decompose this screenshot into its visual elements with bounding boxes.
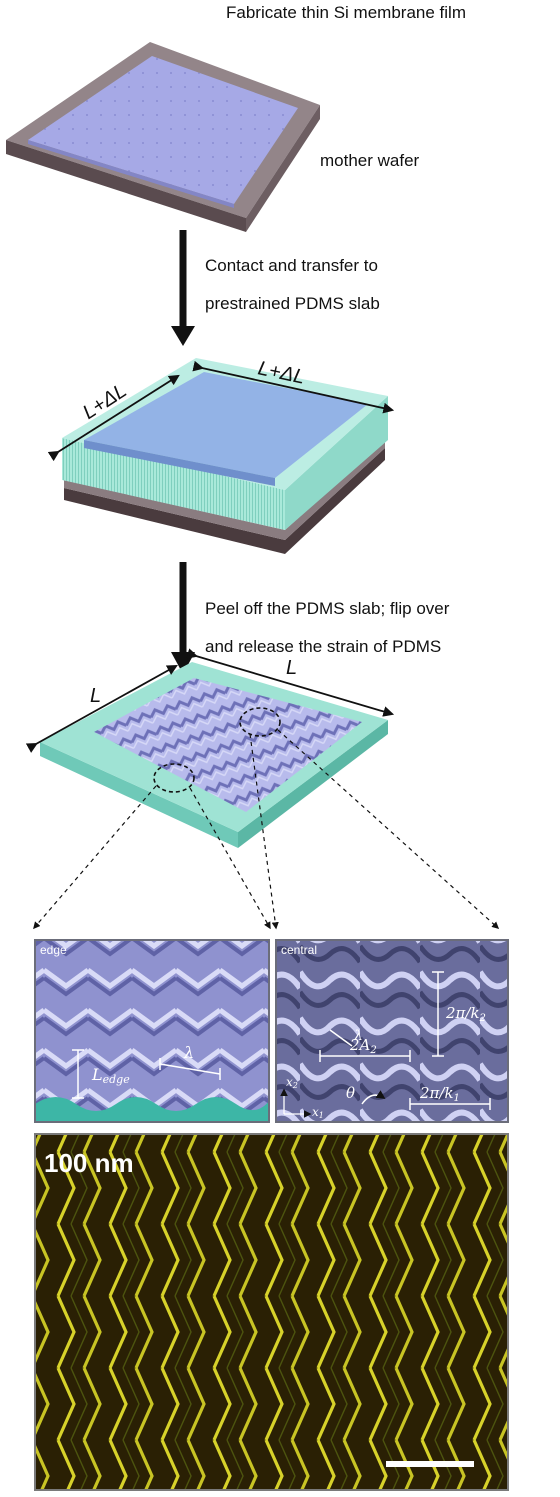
central-panel: central λ 2A2 2π/k2 θ 2π/k1 x1 x2: [275, 939, 509, 1123]
mother-wafer: [6, 42, 320, 232]
edge-panel: edge Ledge λ: [34, 939, 270, 1123]
scale-label: 100 nm: [44, 1148, 134, 1178]
dimension-arrow-prestrained-left: [47, 374, 180, 462]
lead-line-edge-right: [189, 787, 271, 930]
wafer-label: mother wafer: [320, 151, 420, 170]
zoom-circle-edge: [153, 763, 195, 793]
scale-bar: [386, 1461, 474, 1467]
dimension-arrow-prestrained-right: [192, 360, 395, 414]
edge-lambda-label: λ: [183, 1043, 194, 1062]
theta-label: θ: [346, 1084, 355, 1102]
step1-title: Fabricate thin Si membrane film: [226, 3, 466, 22]
step3-text-line1: Peel off the PDMS slab; flip over: [205, 599, 450, 618]
lead-line-edge-left: [33, 785, 157, 930]
zoom-circle-central: [239, 707, 281, 737]
lead-line-central-right: [277, 729, 500, 929]
edge-panel-label: edge: [40, 943, 67, 957]
step2-text-line1: Contact and transfer to: [205, 256, 378, 275]
l-edge-label: Ledge: [91, 1065, 130, 1086]
step2-text-line2: prestrained PDMS slab: [205, 294, 380, 313]
central-lambda-label: λ: [353, 1028, 363, 1044]
dimension-arrow-relaxed-left: [25, 664, 178, 753]
central-panel-label: central: [281, 943, 317, 957]
two-pi-k1-label: 2π/k1: [419, 1084, 460, 1104]
two-a2-label: 2A2: [349, 1036, 377, 1056]
micrograph: 100 nm: [34, 1133, 509, 1491]
dimension-label-relaxed-left: L: [90, 685, 101, 707]
dimension-label-relaxed-right: L: [286, 657, 297, 679]
lead-line-central-left: [249, 733, 279, 930]
herringbone-micrograph: [35, 1134, 508, 1490]
x1-axis-label: x1: [312, 1105, 324, 1120]
process-arrow-1-head: [171, 326, 195, 346]
x2-axis-label: x2: [286, 1075, 298, 1090]
dimension-arrow-relaxed-right: [186, 648, 395, 717]
two-pi-k2-label: 2π/k2: [445, 1004, 486, 1024]
